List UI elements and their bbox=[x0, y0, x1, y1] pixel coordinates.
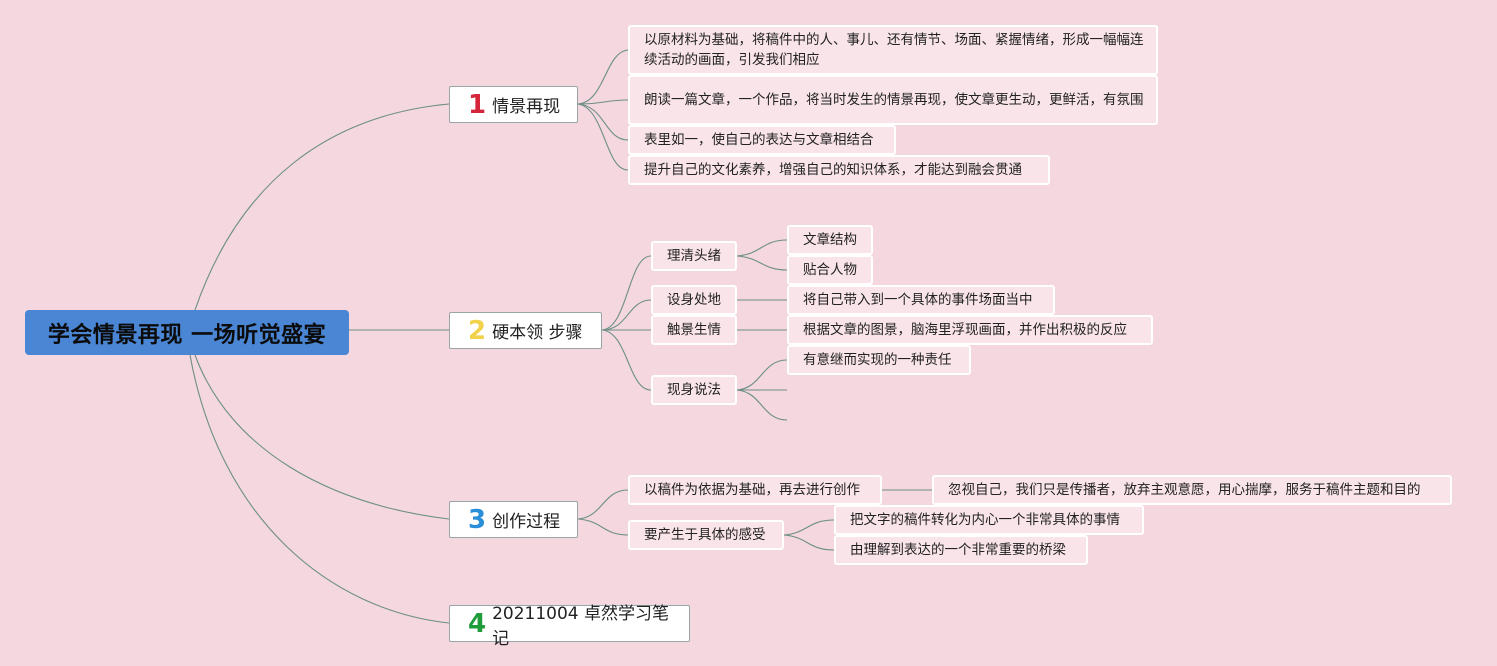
branch-4-number: 4 bbox=[468, 608, 487, 639]
branch-1-number: 1 bbox=[468, 89, 487, 120]
edge-b3-g2 bbox=[783, 519, 835, 536]
b2-step-2-detail-1[interactable]: 将自己带入到一个具体的事件场面当中 bbox=[787, 285, 1055, 315]
edge-root-b4 bbox=[189, 354, 450, 624]
b3-item-2[interactable]: 要产生于具体的感受 bbox=[628, 520, 784, 550]
b2-step-3-detail-1[interactable]: 根据文章的图景，脑海里浮现画面，并作出积极的反应 bbox=[787, 315, 1153, 345]
edge-b1-l4 bbox=[577, 103, 629, 171]
branch-3-label: 创作过程 bbox=[492, 512, 561, 532]
branch-4-label: 20211004 卓然学习笔记 bbox=[492, 603, 670, 649]
branch-4[interactable]: 4 20211004 卓然学习笔记 bbox=[449, 604, 690, 649]
edge-b1-l3 bbox=[577, 103, 629, 141]
edge-b3-c2 bbox=[577, 518, 629, 536]
b2-step-1-detail-2[interactable]: 贴合人物 bbox=[787, 255, 873, 285]
b3-item-1[interactable]: 以稿件为依据为基础，再去进行创作 bbox=[628, 475, 882, 505]
edge-b2-g1 bbox=[736, 239, 788, 257]
edge-b2-g5 bbox=[736, 359, 788, 391]
edge-b1-l1 bbox=[577, 49, 629, 105]
branch-1-label: 情景再现 bbox=[492, 97, 561, 117]
b2-step-2[interactable]: 设身处地 bbox=[651, 285, 737, 315]
b3-item-2-detail-2[interactable]: 由理解到表达的一个非常重要的桥梁 bbox=[834, 535, 1088, 565]
branch-2[interactable]: 2 硬本领 步骤 bbox=[449, 312, 602, 349]
branch-3-number: 3 bbox=[468, 504, 487, 535]
edge-b2-c1 bbox=[601, 255, 652, 331]
branch-3[interactable]: 3 创作过程 bbox=[449, 501, 578, 538]
b1-item-2[interactable]: 朗读一篇文章，一个作品，将当时发生的情景再现，使文章更生动，更鲜活，有氛围 bbox=[628, 75, 1158, 125]
edge-root-b3 bbox=[194, 354, 450, 520]
edge-b2-g7 bbox=[736, 389, 788, 421]
edge-b3-c1 bbox=[577, 489, 629, 520]
b3-item-1-detail-1[interactable]: 忽视自己，我们只是传播者，放弃主观意愿，用心揣摩，服务于稿件主题和目的 bbox=[932, 475, 1452, 505]
branch-2-number: 2 bbox=[468, 315, 487, 346]
b3-item-2-detail-1[interactable]: 把文字的稿件转化为内心一个非常具体的事情 bbox=[834, 505, 1144, 535]
b1-item-1[interactable]: 以原材料为基础，将稿件中的人、事儿、还有情节、场面、紧握情绪，形成一幅幅连续活动… bbox=[628, 25, 1158, 75]
b2-step-3[interactable]: 触景生情 bbox=[651, 315, 737, 345]
edge-b1-l2 bbox=[577, 99, 629, 105]
b2-step-4-detail-1[interactable]: 有意继而实现的一种责任 bbox=[787, 345, 971, 375]
edge-b2-c2 bbox=[601, 299, 652, 331]
b2-step-1[interactable]: 理清头绪 bbox=[651, 241, 737, 271]
branch-1[interactable]: 1 情景再现 bbox=[449, 86, 578, 123]
edge-b2-c4 bbox=[601, 329, 652, 391]
b1-item-3[interactable]: 表里如一，使自己的表达与文章相结合 bbox=[628, 125, 896, 155]
root-topic[interactable]: 学会情景再现 一场听觉盛宴 bbox=[25, 310, 349, 355]
branch-2-label: 硬本领 步骤 bbox=[492, 323, 583, 343]
b2-step-4[interactable]: 现身说法 bbox=[651, 375, 737, 405]
b1-item-4[interactable]: 提升自己的文化素养，增强自己的知识体系，才能达到融会贯通 bbox=[628, 155, 1050, 185]
b2-step-1-detail-1[interactable]: 文章结构 bbox=[787, 225, 873, 255]
edge-root-b1 bbox=[194, 103, 450, 311]
edge-b2-g2 bbox=[736, 255, 788, 271]
edge-b3-g3 bbox=[783, 534, 835, 551]
